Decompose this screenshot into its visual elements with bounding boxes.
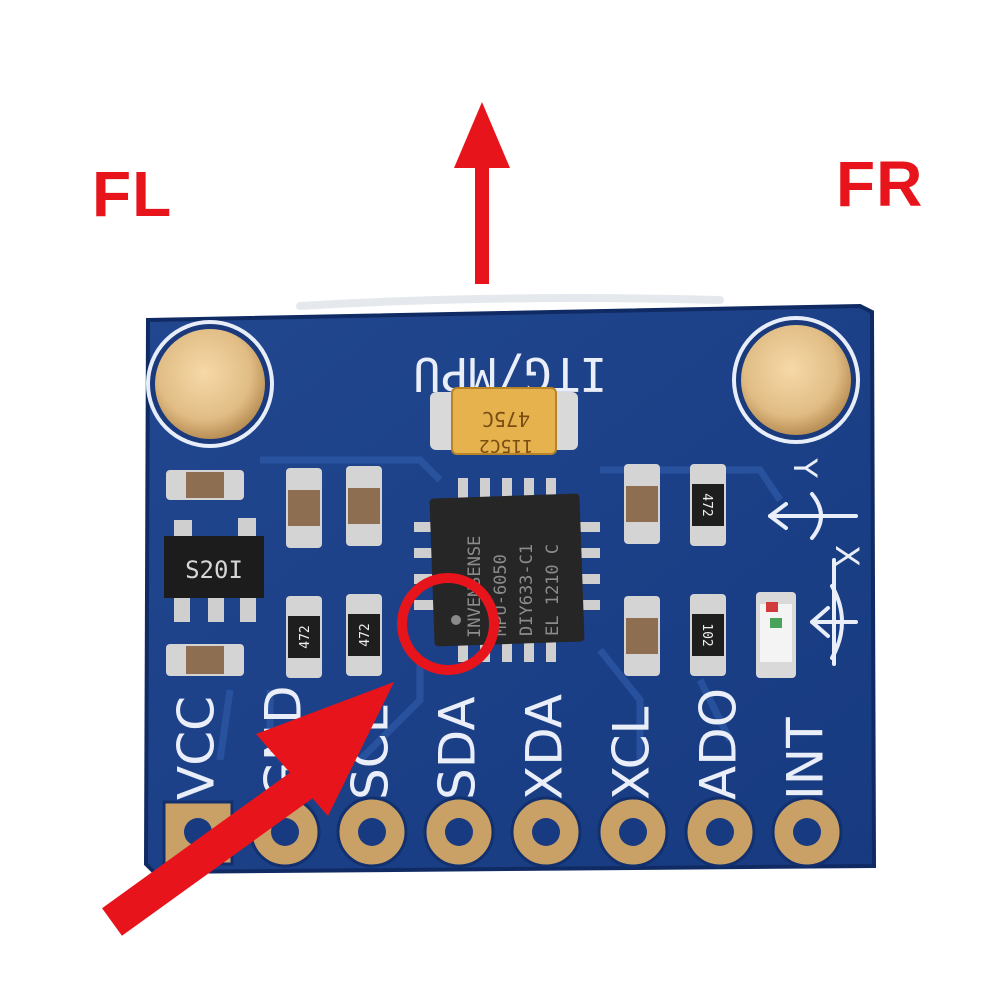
chip-line-4: EL 1210 C xyxy=(543,544,563,636)
resistor-code: 472 xyxy=(699,493,714,516)
smd-resistor: 472 xyxy=(690,464,726,546)
smd-resistor: 472 xyxy=(286,596,322,678)
pin-label-int: INT xyxy=(777,717,835,800)
pin-pad-ado xyxy=(684,796,756,868)
pin-label-ado: ADO xyxy=(690,688,748,800)
pointer-arrow xyxy=(102,682,394,936)
smd-capacitor xyxy=(166,470,244,500)
smd-capacitor xyxy=(624,464,660,544)
mounting-hole-left xyxy=(146,320,274,448)
resistor-code: 472 xyxy=(358,623,373,646)
status-led xyxy=(756,592,796,678)
smd-capacitor xyxy=(286,468,322,548)
pin-label-xda: XDA xyxy=(516,694,574,800)
regulator-code: S20I xyxy=(185,556,243,584)
smd-capacitor xyxy=(346,466,382,546)
pin-pad-xda xyxy=(510,796,582,868)
smd-capacitor xyxy=(166,644,244,676)
pin-pad-sda xyxy=(423,796,495,868)
front-right-label: FR xyxy=(836,148,924,220)
pin-pad-int xyxy=(771,796,843,868)
voltage-regulator: S20I xyxy=(164,518,264,622)
tantalum-code: 475C xyxy=(482,407,530,431)
smd-capacitor xyxy=(624,596,660,676)
mpu6050-chip: INVENSENSE MPU-6050 DIY633-C1 EL 1210 C xyxy=(414,478,600,662)
resistor-code: 472 xyxy=(298,625,313,648)
pin-label-sda: SDA xyxy=(429,696,487,800)
pin-label-vcc: VCC xyxy=(168,696,226,800)
axis-y-label: Y xyxy=(786,457,824,478)
front-left-label: FL xyxy=(92,158,173,230)
tantalum-capacitor: 475C 115C2 xyxy=(430,387,578,456)
mounting-hole-right xyxy=(732,316,860,444)
up-arrow xyxy=(454,102,510,284)
smd-resistor: 102 xyxy=(690,594,726,676)
tantalum-batch: 115C2 xyxy=(479,435,533,456)
highlight-circle xyxy=(397,573,499,675)
axis-marking xyxy=(768,492,858,666)
smd-resistor: 472 xyxy=(346,594,382,676)
axis-x-label: X xyxy=(828,545,866,567)
pin-pad-scl xyxy=(336,796,408,868)
pin-pad-xcl xyxy=(597,796,669,868)
pin-label-xcl: XCL xyxy=(603,706,661,800)
chip-line-3: DIY633-C1 xyxy=(517,544,537,636)
resistor-code-alt: 102 xyxy=(699,623,714,646)
